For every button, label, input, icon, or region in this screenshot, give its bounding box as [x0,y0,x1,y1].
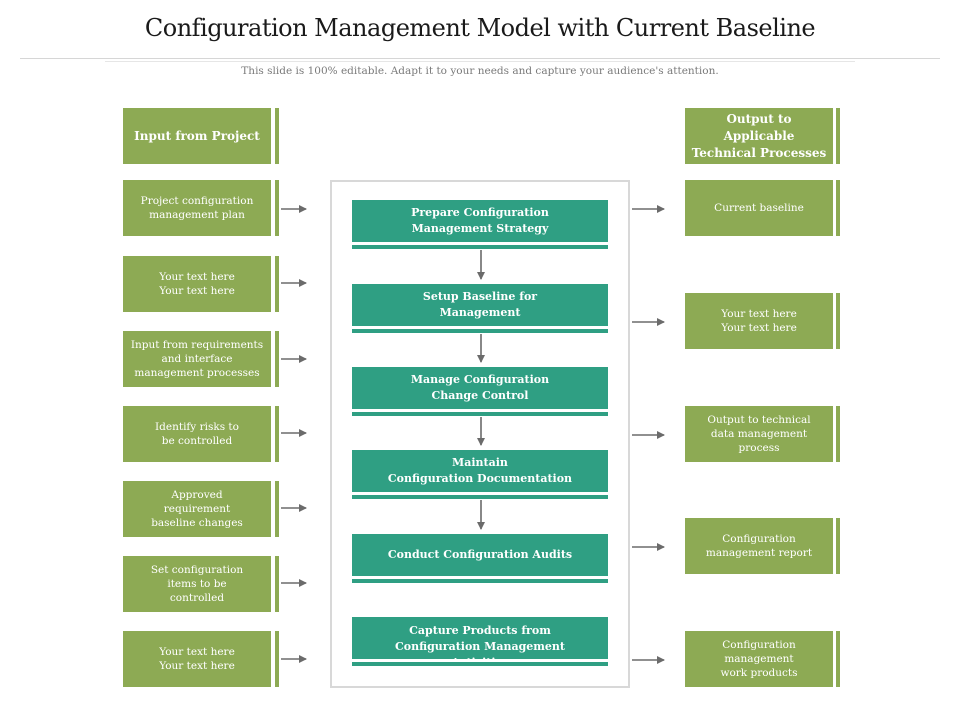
process-step-3: Manage Configuration Change Control [352,367,608,409]
right-output-box-3: Output to technical data management proc… [685,406,833,462]
right-accent-bar-5 [836,631,840,687]
process-step-6-underline [352,662,608,666]
left-input-box-7: Your text here Your text here [123,631,271,687]
title-divider [20,58,940,59]
right-output-box-5: Configuration management work products [685,631,833,687]
process-step-5-underline [352,579,608,583]
left-input-box-4: Identify risks to be controlled [123,406,271,462]
process-step-3-underline [352,412,608,416]
left-column-heading: Input from Project [123,108,271,164]
left-accent-bar-5 [275,481,279,537]
left-heading-accent-bar [275,108,279,164]
right-output-box-1: Current baseline [685,180,833,236]
left-input-box-3: Input from requirements and interface ma… [123,331,271,387]
process-step-5: Conduct Configuration Audits [352,534,608,576]
page-title: Configuration Management Model with Curr… [144,14,816,42]
left-input-box-1: Project configuration management plan [123,180,271,236]
left-input-box-6: Set configuration items to be controlled [123,556,271,612]
left-accent-bar-2 [275,256,279,312]
right-output-box-4: Configuration management report [685,518,833,574]
right-output-box-2: Your text here Your text here [685,293,833,349]
process-step-1: Prepare Configuration Management Strateg… [352,200,608,242]
left-accent-bar-7 [275,631,279,687]
left-input-box-5: Approved requirement baseline changes [123,481,271,537]
right-heading-accent-bar [836,108,840,164]
page-subtitle: This slide is 100% editable. Adapt it to… [241,65,719,77]
right-accent-bar-2 [836,293,840,349]
right-accent-bar-3 [836,406,840,462]
title-divider-secondary [105,61,855,62]
process-step-1-underline [352,245,608,249]
left-accent-bar-3 [275,331,279,387]
process-step-4-underline [352,495,608,499]
right-accent-bar-1 [836,180,840,236]
process-frame [330,180,630,688]
right-column-heading: Output to Applicable Technical Processes [685,108,833,164]
process-step-2-underline [352,329,608,333]
left-accent-bar-4 [275,406,279,462]
left-accent-bar-1 [275,180,279,236]
process-step-4: Maintain Configuration Documentation [352,450,608,492]
process-step-2: Setup Baseline for Management [352,284,608,326]
process-step-6: Capture Products from Configuration Mana… [352,617,608,659]
right-accent-bar-4 [836,518,840,574]
left-accent-bar-6 [275,556,279,612]
left-input-box-2: Your text here Your text here [123,256,271,312]
